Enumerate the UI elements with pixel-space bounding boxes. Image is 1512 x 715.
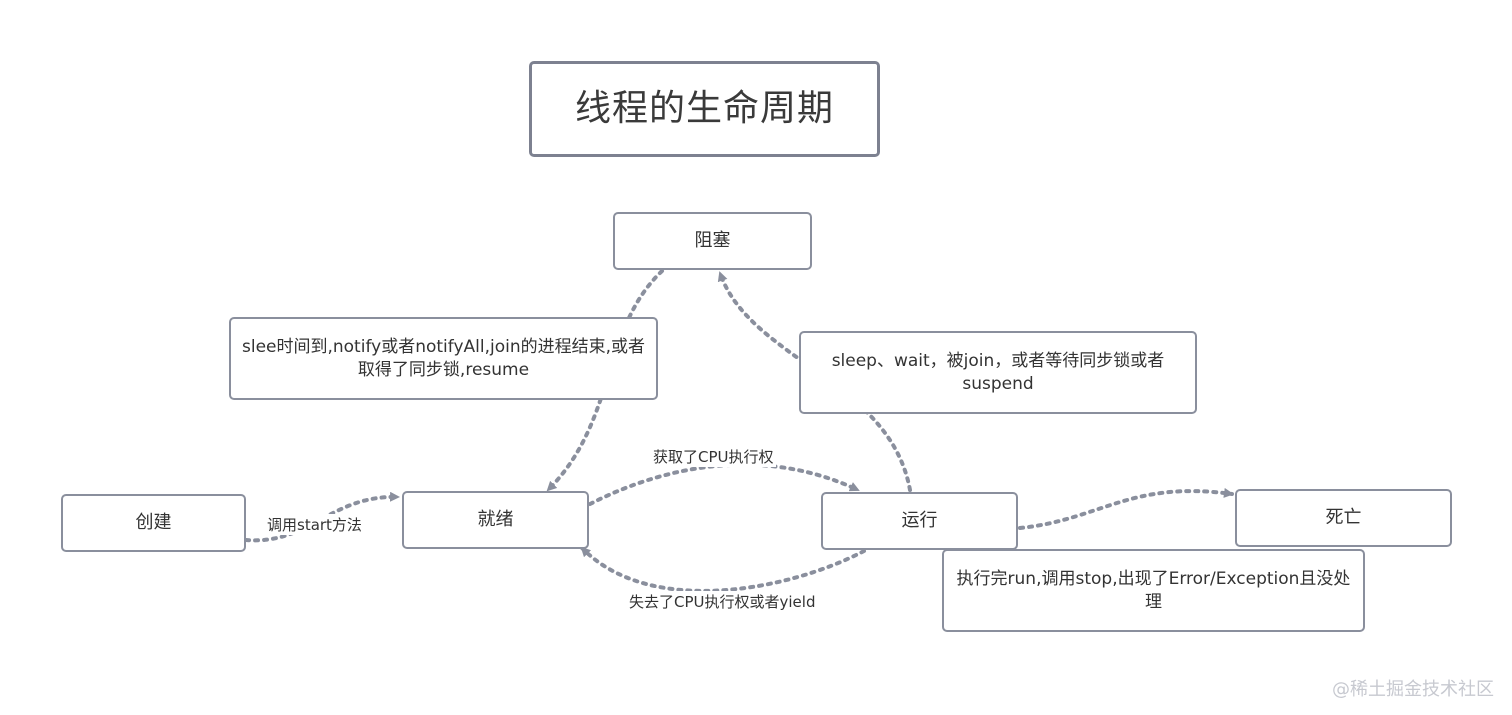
watermark: @稀土掘金技术社区: [1332, 679, 1494, 700]
state-dead: 死亡: [1235, 489, 1452, 547]
label-ready-to-running: 获取了CPU执行权: [651, 446, 776, 467]
label-running-to-ready: 失去了CPU执行权或者yield: [627, 591, 818, 612]
state-running: 运行: [821, 492, 1018, 550]
note-running-to-blocked: sleep、wait，被join，或者等待同步锁或者suspend: [799, 331, 1197, 414]
note-running-to-dead: 执行完run,调用stop,出现了Error/Exception且没处理: [942, 549, 1365, 632]
state-create: 创建: [61, 494, 246, 552]
state-blocked: 阻塞: [613, 212, 812, 270]
arrow-running-to-dead: [1018, 487, 1234, 530]
arrow-create-to-ready: [244, 491, 400, 543]
arrow-ready-to-running: [588, 462, 860, 506]
diagram-title: 线程的生命周期: [529, 61, 880, 157]
state-ready: 就绪: [402, 491, 589, 549]
label-create-to-ready: 调用start方法: [265, 514, 364, 535]
note-blocked-to-ready: slee时间到,notify或者notifyAll,join的进程结束,或者取得…: [229, 317, 658, 400]
arrow-running-to-ready: [580, 546, 866, 593]
